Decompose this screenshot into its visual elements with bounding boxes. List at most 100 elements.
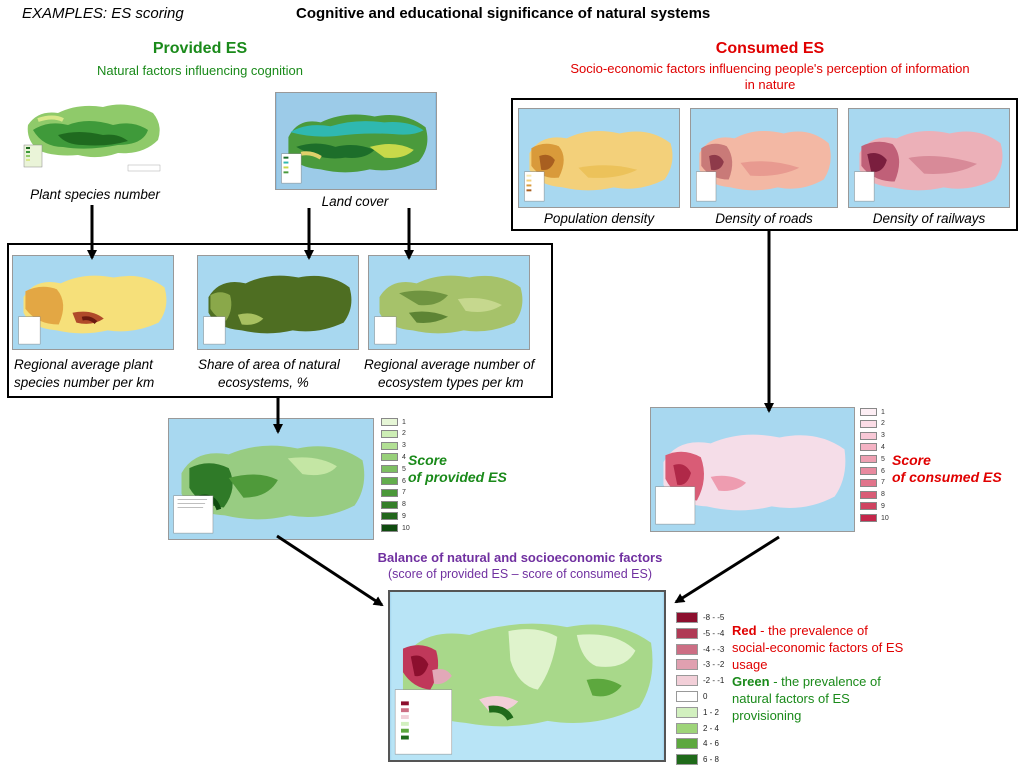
plant-species-map xyxy=(18,85,168,180)
legend-swatch xyxy=(860,514,877,523)
legend-item: 10 xyxy=(381,524,410,533)
plant-species-label: Plant species number xyxy=(30,187,160,202)
legend-item: 8 xyxy=(860,490,885,499)
legend-label: -8 - -5 xyxy=(703,613,725,622)
legend-label: 10 xyxy=(402,524,410,532)
legend-item: 5 xyxy=(860,455,885,464)
legend-item: 3 xyxy=(860,431,885,440)
legend-label: 6 xyxy=(402,477,406,485)
arrow-provided-to-balance xyxy=(276,534,384,607)
legend-label: -2 - -1 xyxy=(703,676,725,686)
natural-share-label-1: Share of area of natural xyxy=(198,357,340,372)
land-cover-map xyxy=(275,92,437,190)
legend-item: 4 - 6 xyxy=(676,738,719,750)
legend-swatch xyxy=(860,408,877,416)
legend-label: 7 xyxy=(881,479,885,487)
ecosystem-types-label-1: Regional average number of xyxy=(364,357,535,372)
examples-label: EXAMPLES: ES scoring xyxy=(22,5,184,22)
red-text-2: social-economic factors of ES xyxy=(732,640,904,655)
legend-label: 3 xyxy=(881,432,885,440)
legend-item: 3 xyxy=(381,441,406,450)
legend-swatch xyxy=(676,706,698,718)
legend-label: 2 xyxy=(881,420,885,428)
page-title: Cognitive and educational significance o… xyxy=(296,5,711,22)
provided-score-title-1: Score xyxy=(408,452,447,468)
legend-item: 7 xyxy=(860,478,885,487)
consumed-score-map xyxy=(650,407,855,532)
provided-score-map xyxy=(168,418,374,540)
railways-density-map xyxy=(848,108,1010,208)
plant-per-km-label-1: Regional average plant xyxy=(14,357,153,372)
legend-label: -4 - -3 xyxy=(703,644,725,654)
legend-label: 1 xyxy=(402,418,406,426)
legend-swatch xyxy=(676,659,698,671)
legend-swatch xyxy=(381,441,398,450)
legend-swatch xyxy=(381,429,398,438)
legend-label: 5 xyxy=(881,455,885,463)
legend-item: 5 xyxy=(381,465,406,474)
provided-score-title-2: of provided ES xyxy=(408,469,507,485)
plant-per-km-map xyxy=(12,255,174,350)
legend-swatch xyxy=(381,453,398,462)
population-density-map xyxy=(518,108,680,208)
green-text-3: provisioning xyxy=(732,708,802,723)
consumed-es-subtitle-1: Socio-economic factors influencing peopl… xyxy=(570,61,970,76)
legend-swatch xyxy=(676,643,698,655)
green-text-2: natural factors of ES xyxy=(732,691,850,706)
legend-label: 6 - 8 xyxy=(703,755,720,765)
legend-swatch xyxy=(381,488,398,497)
legend-item: -8 - -5 xyxy=(676,612,724,623)
legend-label: 10 xyxy=(881,514,889,522)
red-keyword: Red xyxy=(732,623,757,638)
natural-share-label-2: ecosystems, % xyxy=(218,375,309,390)
legend-label: 7 xyxy=(402,489,406,497)
legend-swatch xyxy=(676,612,698,623)
roads-density-map xyxy=(690,108,838,208)
legend-item: 7 xyxy=(381,488,406,497)
legend-swatch xyxy=(860,502,877,511)
balance-map xyxy=(388,590,666,762)
legend-label: 2 - 4 xyxy=(703,723,720,733)
legend-label: -5 - -4 xyxy=(703,628,725,638)
legend-item: 9 xyxy=(860,502,885,511)
roads-density-label: Density of roads xyxy=(715,211,813,226)
legend-item: 4 xyxy=(381,453,406,462)
legend-item: -5 - -4 xyxy=(676,627,725,639)
legend-item: -4 - -3 xyxy=(676,643,725,655)
balance-red-explanation: Red - the prevalence of social-economic … xyxy=(732,622,903,673)
provided-es-subtitle: Natural factors influencing cognition xyxy=(97,63,303,78)
legend-label: 8 xyxy=(881,491,885,499)
ecosystem-types-label-2: ecosystem types per km xyxy=(378,375,524,390)
legend-swatch xyxy=(860,478,877,487)
legend-item: 0 xyxy=(676,691,707,702)
consumed-score-title-2: of consumed ES xyxy=(892,469,1002,485)
legend-label: 1 - 2 xyxy=(703,707,720,717)
legend-label: 2 xyxy=(402,430,406,438)
legend-item: 1 xyxy=(860,408,885,416)
arrow-consumed-to-balance xyxy=(674,535,780,604)
legend-label: 4 xyxy=(881,443,885,451)
legend-item: -3 - -2 xyxy=(676,659,725,671)
legend-item: 6 xyxy=(860,467,885,475)
legend-swatch xyxy=(381,465,398,474)
population-density-label: Population density xyxy=(543,211,655,226)
legend-label: -3 - -2 xyxy=(703,660,725,670)
legend-swatch xyxy=(381,512,398,521)
land-cover-label: Land cover xyxy=(321,194,389,209)
balance-title: Balance of natural and socioeconomic fac… xyxy=(377,550,663,565)
legend-label: 8 xyxy=(402,501,406,509)
legend-item: 4 xyxy=(860,443,885,452)
legend-swatch xyxy=(381,524,398,533)
legend-swatch xyxy=(860,455,877,464)
legend-label: 9 xyxy=(402,512,406,520)
legend-swatch xyxy=(860,431,877,440)
legend-swatch xyxy=(860,443,877,452)
legend-label: 5 xyxy=(402,465,406,473)
provided-es-title: Provided ES xyxy=(152,40,248,57)
legend-label: 9 xyxy=(881,502,885,510)
plant-per-km-label-2: species number per km xyxy=(14,375,155,390)
legend-swatch xyxy=(860,490,877,499)
railways-density-label: Density of railways xyxy=(872,211,986,226)
ecosystem-types-map xyxy=(368,255,530,350)
